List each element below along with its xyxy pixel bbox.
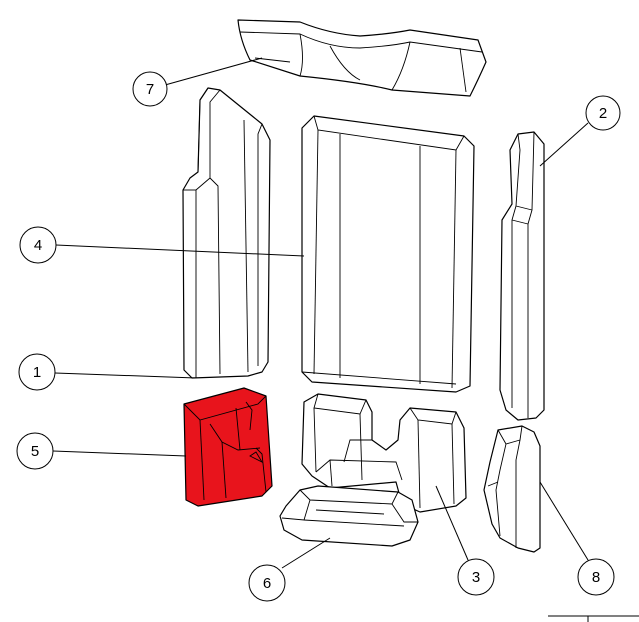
leader-line-7 (164, 57, 263, 86)
part-3-cradle (301, 393, 467, 513)
callout-4: 4 (19, 226, 57, 264)
callout-5: 5 (16, 432, 54, 470)
part-6-base (279, 485, 419, 547)
callout-label-7: 7 (146, 81, 154, 98)
part-8-clip (483, 425, 541, 553)
leader-line-3 (435, 485, 469, 561)
callout-label-2: 2 (599, 105, 607, 122)
callout-label-5: 5 (31, 443, 39, 460)
leader-lines (52, 57, 589, 569)
callout-2: 2 (585, 95, 621, 131)
part-7-top-piece (237, 19, 487, 97)
title-block-corner (548, 615, 639, 622)
callout-label-8: 8 (592, 569, 600, 586)
callout-label-6: 6 (263, 575, 271, 592)
callout-label-4: 4 (34, 237, 42, 254)
callout-8: 8 (577, 558, 615, 596)
leader-line-1 (54, 372, 197, 379)
callout-3: 3 (457, 558, 495, 596)
leader-line-2 (539, 122, 589, 167)
callout-1: 1 (18, 353, 56, 391)
part-1-left-panel (182, 87, 271, 379)
leader-line-8 (539, 481, 589, 561)
part-4-back-panel (301, 115, 475, 393)
leader-line-6 (281, 537, 331, 569)
callout-6: 6 (248, 564, 286, 602)
callout-label-3: 3 (472, 569, 480, 586)
callout-label-1: 1 (33, 364, 41, 381)
part-2-right-panel (499, 131, 545, 421)
callout-7: 7 (132, 71, 168, 107)
leader-line-5 (52, 450, 187, 457)
leader-line-4 (55, 244, 305, 257)
part-5-highlighted-block (183, 387, 273, 507)
